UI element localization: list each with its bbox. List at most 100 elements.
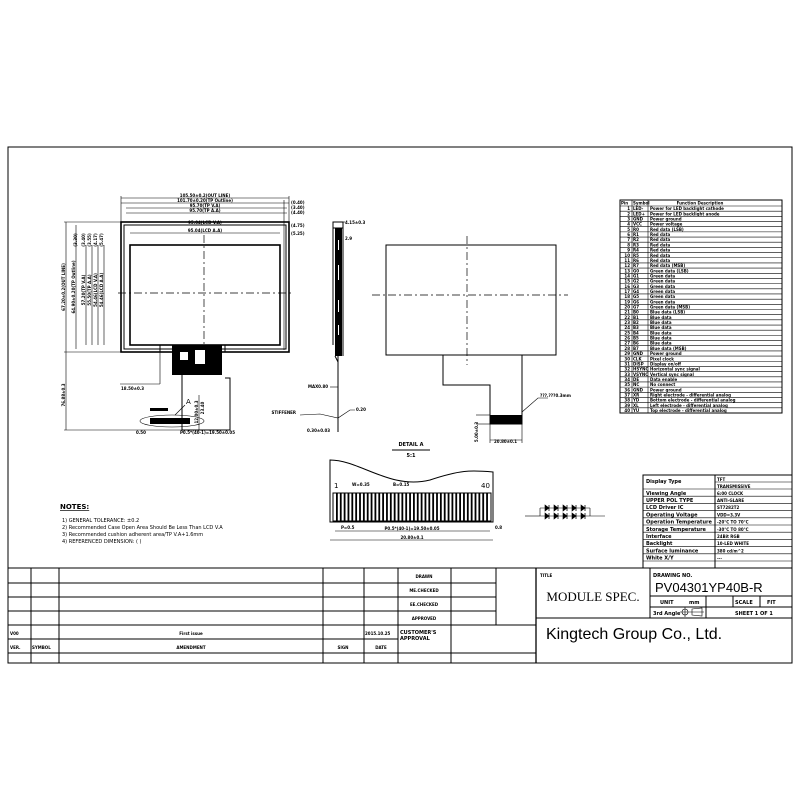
pin-symbol: DISP bbox=[633, 361, 644, 366]
title-label: TITLE bbox=[540, 573, 552, 578]
pin-symbol: VSYNC bbox=[633, 372, 648, 377]
contact-pad bbox=[439, 493, 442, 521]
dim-lcd-va-height: 54.46(LCD V.A) bbox=[93, 273, 98, 307]
pin-symbol: LED+ bbox=[633, 211, 645, 216]
spec-value: 10-LED WHITE bbox=[717, 541, 749, 546]
pin-symbol: B1 bbox=[633, 315, 639, 320]
spec-label: Storage Temperature bbox=[646, 527, 707, 533]
led-circuit-symbol bbox=[525, 504, 605, 520]
dim-lcd-va-width: 95.04(LCD V.A) bbox=[188, 220, 222, 225]
pin-symbol: G4 bbox=[633, 289, 639, 294]
pin-number: 18 bbox=[624, 294, 630, 299]
dim-left-top-3: (3.55) bbox=[87, 233, 92, 247]
pin-symbol: G5 bbox=[633, 294, 639, 299]
pin-header-pin: Pin bbox=[621, 201, 628, 206]
pin-number: 35 bbox=[624, 382, 630, 387]
pin-symbol: LED- bbox=[633, 206, 644, 211]
contact-pad bbox=[359, 493, 361, 521]
drawing-no-label: DRAWING NO. bbox=[653, 573, 692, 579]
pin-number: 9 bbox=[627, 248, 630, 253]
module-outline bbox=[120, 221, 290, 353]
pin-symbol: R1 bbox=[633, 232, 639, 237]
pin-function: Green data bbox=[650, 294, 675, 299]
pin-symbol: HSYNC bbox=[633, 367, 648, 372]
pin-function: Green data bbox=[650, 299, 675, 304]
pin-function: Bottom electrode - differential analog bbox=[650, 398, 736, 403]
pin-number: 33 bbox=[624, 372, 630, 377]
dim-right-1: (0.40) bbox=[291, 200, 305, 205]
note-4: 4) REFERENCED DIMENSION: ( ) bbox=[62, 539, 142, 545]
contact-pad bbox=[424, 493, 427, 521]
led-icon bbox=[544, 512, 550, 520]
detail-a-pin-first: 1 bbox=[334, 482, 338, 490]
note-1: 1) GENERAL TOLERANCE: ±0.2 bbox=[62, 518, 139, 524]
pin-function: Blue data bbox=[650, 330, 672, 335]
pin-symbol: R6 bbox=[633, 258, 639, 263]
contact-pad bbox=[393, 493, 396, 521]
pin-function: Green data bbox=[650, 279, 675, 284]
led-icon bbox=[553, 504, 559, 512]
pin-number: 3 bbox=[627, 217, 630, 222]
detail-a-marker: A bbox=[186, 398, 191, 406]
contact-pad bbox=[447, 493, 450, 521]
dim-connector-height: 5.00±0.3 bbox=[474, 422, 479, 443]
pin-number: 22 bbox=[624, 315, 630, 320]
spec-label: Operation Temperature bbox=[646, 520, 712, 526]
sheet-number: SHEET 1 OF 1 bbox=[735, 611, 773, 617]
spec-label: Interface bbox=[646, 534, 672, 540]
contact-pad bbox=[463, 493, 465, 521]
dim-connector-width: 20.80±0.1 bbox=[494, 439, 517, 444]
pin-symbol: B2 bbox=[633, 320, 639, 325]
pin-function: Blue data bbox=[650, 315, 672, 320]
pin-function: Power for LED backlight anode bbox=[650, 211, 720, 216]
pin-number: 28 bbox=[624, 346, 630, 351]
led-icon bbox=[571, 504, 577, 512]
pin-symbol: G7 bbox=[633, 305, 639, 310]
back-view: ???.???0.3mm 20.80±0.1 5.00±0.3 bbox=[372, 236, 571, 444]
contact-pad bbox=[347, 493, 350, 521]
pin-function: Top electrode - differential analog bbox=[650, 408, 727, 413]
spec-value: 380 cd/m^2 bbox=[717, 548, 744, 553]
contact-pad bbox=[389, 493, 392, 521]
spec-value: -30°C TO 80°C bbox=[717, 527, 749, 532]
side-view: 4.15±0.3 2.9 MAX0.80 STIFFENER 0.20 0.30… bbox=[272, 220, 367, 433]
contact-pad bbox=[478, 493, 481, 521]
pin-number: 32 bbox=[624, 367, 630, 372]
pin-symbol: DE bbox=[633, 377, 639, 382]
pin-function: Green data (MSB) bbox=[650, 305, 690, 310]
note-2: 2) Recommended Case Open Area Should Be … bbox=[62, 525, 223, 531]
pin-header-symbol: Symbol bbox=[633, 201, 650, 206]
detail-a-dim-side: 0.8 bbox=[495, 525, 502, 530]
pin-number: 12 bbox=[624, 263, 630, 268]
pin-symbol: R2 bbox=[633, 237, 639, 242]
pin-function: Red data bbox=[650, 232, 671, 237]
pin-symbol: YD bbox=[632, 398, 640, 403]
dim-left-top-2: (3.40) bbox=[81, 233, 86, 247]
pin-symbol: B4 bbox=[633, 330, 639, 335]
pin-symbol: NC bbox=[633, 382, 639, 387]
contact-pad bbox=[343, 493, 346, 521]
pin-function: Green data bbox=[650, 273, 675, 278]
led-icon bbox=[571, 512, 577, 520]
pin-number: 39 bbox=[624, 403, 630, 408]
pin-symbol: B3 bbox=[633, 325, 639, 330]
contact-pad bbox=[486, 493, 488, 521]
pin-function: Pixel clock bbox=[650, 356, 674, 361]
pin-function: Red data (MSB) bbox=[650, 263, 685, 268]
pin-symbol: G6 bbox=[633, 299, 639, 304]
pin-function: Blue data (MSB) bbox=[650, 346, 687, 351]
pin-symbol: XR bbox=[633, 392, 639, 397]
spec-value: ANTI-GLARE bbox=[717, 498, 744, 503]
contact-pad bbox=[455, 493, 458, 521]
dim-side-thickness: 4.15±0.3 bbox=[345, 220, 366, 225]
spec-value: 24Bit RGB bbox=[717, 534, 740, 539]
contact-pad bbox=[382, 493, 384, 521]
pin-symbol: R5 bbox=[633, 253, 639, 258]
detail-a-contacts bbox=[332, 492, 492, 522]
note-3: 3) Recommended cushion adherent area/TP … bbox=[62, 532, 203, 538]
dim-side-stiffener: STIFFENER bbox=[272, 410, 296, 415]
led-icon bbox=[580, 504, 586, 512]
dim-pitch: P0.5*(40-1)=19.50±0.05 bbox=[180, 430, 235, 435]
pin-symbol: GND bbox=[633, 217, 644, 222]
